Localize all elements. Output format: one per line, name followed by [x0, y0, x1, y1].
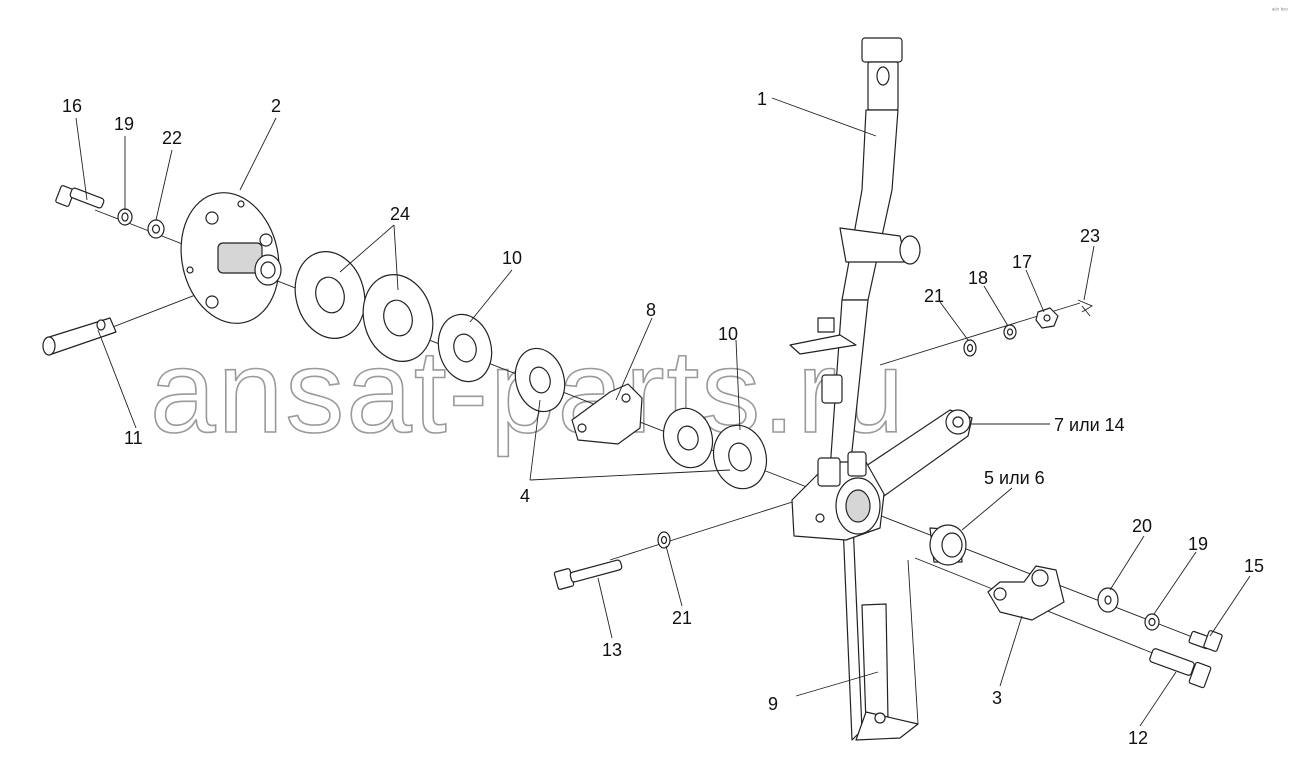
- bushing-5-or-6: [929, 524, 967, 566]
- lock-washer-19a: [117, 208, 133, 226]
- callout-4: 4: [520, 486, 530, 506]
- washer-4b: [712, 424, 768, 490]
- callout-19a: 19: [114, 114, 134, 134]
- callout-16: 16: [62, 96, 82, 116]
- bolt-16: [55, 185, 105, 209]
- callout-21a: 21: [924, 286, 944, 306]
- assembly-axes: [94, 209, 1201, 661]
- lever-1: [789, 37, 921, 471]
- callout-5-or-6: 5 или 6: [984, 468, 1045, 488]
- washer-24b: [362, 273, 434, 363]
- bracket-3: [987, 565, 1065, 621]
- bolt-12: [1149, 648, 1212, 689]
- callout-17: 17: [1012, 252, 1032, 272]
- callout-23: 23: [1080, 226, 1100, 246]
- plate-8: [571, 383, 643, 445]
- callout-22: 22: [162, 128, 182, 148]
- leader-lines: [75, 97, 1251, 727]
- lever-hub: [791, 451, 885, 541]
- washer-4a: [514, 347, 566, 413]
- bolt-15: [1188, 630, 1223, 652]
- callout-2: 2: [271, 96, 281, 116]
- callout-20: 20: [1132, 516, 1152, 536]
- callout-3: 3: [992, 688, 1002, 708]
- callout-18: 18: [968, 268, 988, 288]
- washer-21b: [657, 531, 671, 549]
- callout-10a: 10: [502, 248, 522, 268]
- callout-15: 15: [1244, 556, 1264, 576]
- callout-8: 8: [646, 300, 656, 320]
- callout-labels: 16 19 22 2 24 10 11 1 8 10 4 21 18 17 23…: [62, 89, 1264, 748]
- callout-10b: 10: [718, 324, 738, 344]
- lock-washer-19b: [1144, 613, 1160, 631]
- washer-21a: [963, 339, 977, 357]
- callout-13: 13: [602, 640, 622, 660]
- callout-9: 9: [768, 694, 778, 714]
- washer-20: [1097, 587, 1119, 613]
- corner-mark: ᵃ⁸⁵ ᵇᵒᵒ: [1272, 7, 1288, 14]
- lock-washer-18: [1003, 324, 1017, 340]
- cotter-pin-23: [1077, 299, 1093, 317]
- callout-12: 12: [1128, 728, 1148, 748]
- washer-10b: [662, 407, 714, 469]
- bolt-13: [553, 559, 623, 590]
- callout-24: 24: [390, 204, 410, 224]
- washer-22: [147, 219, 165, 239]
- flange-2: [180, 192, 282, 324]
- callout-1: 1: [757, 89, 767, 109]
- nut-17: [1035, 307, 1059, 329]
- callout-19b: 19: [1188, 534, 1208, 554]
- washer-10a: [437, 313, 493, 383]
- callout-21b: 21: [672, 608, 692, 628]
- pin-11: [42, 317, 117, 356]
- callout-11: 11: [124, 428, 143, 448]
- washer-24a: [294, 250, 366, 340]
- callout-7-or-14: 7 или 14: [1054, 415, 1125, 435]
